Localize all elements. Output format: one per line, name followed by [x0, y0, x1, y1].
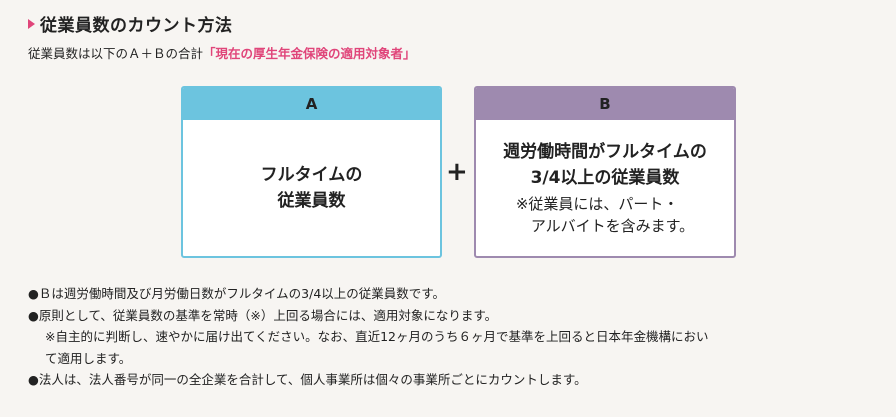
triangle-icon	[28, 18, 35, 29]
box-a: A フルタイムの従業員数	[181, 86, 442, 258]
box-b-note: ※従業員には、パート・ アルバイトを含みます。	[516, 193, 694, 237]
plus-sign: +	[446, 157, 468, 187]
subtitle-highlight: 「現在の厚生年金保険の適用対象者」	[203, 46, 416, 61]
box-b-line2: 3/4以上の従業員数	[530, 168, 680, 188]
subtitle-text: 従業員数は以下のＡ＋Ｂの合計	[28, 46, 204, 61]
title-text: 従業員数のカウント方法	[40, 16, 233, 36]
note-item: ●法人は、法人番号が同一の全企業を合計して、個人事業所は個々の事業所ごとにカウン…	[28, 372, 587, 387]
box-b-note1: ※従業員には、パート・	[515, 195, 679, 213]
subtitle: 従業員数は以下のＡ＋Ｂの合計「現在の厚生年金保険の適用対象者」	[28, 43, 416, 62]
box-b-note2: アルバイトを含みます。	[515, 217, 695, 235]
note-sub: ※自主的に判断し、速やかに届け出てください。なお、直近12ヶ月のうち６ヶ月で基準…	[45, 329, 709, 344]
note-sub-cont: て適用します。	[45, 350, 132, 366]
box-b-line1: 週労働時間がフルタイムの	[503, 142, 707, 162]
section-title: 従業員数のカウント方法	[28, 11, 233, 36]
note-item: ●Ｂは週労働時間及び月労働日数がフルタイムの3/4以上の従業員数です。	[28, 286, 446, 301]
box-b-header: B	[476, 88, 734, 120]
box-b: B 週労働時間がフルタイムの 3/4以上の従業員数 ※従業員には、パート・ アルバ…	[474, 86, 736, 258]
note-item: ●原則として、従業員数の基準を常時（※）上回る場合には、適用対象になります。	[28, 307, 498, 323]
box-a-header: A	[183, 88, 440, 120]
notes-list: ●Ｂは週労働時間及び月労働日数がフルタイムの3/4以上の従業員数です。 ●原則と…	[28, 283, 709, 391]
box-a-line1: フルタイムの	[260, 165, 363, 185]
box-a-line2: 従業員数	[277, 191, 346, 211]
